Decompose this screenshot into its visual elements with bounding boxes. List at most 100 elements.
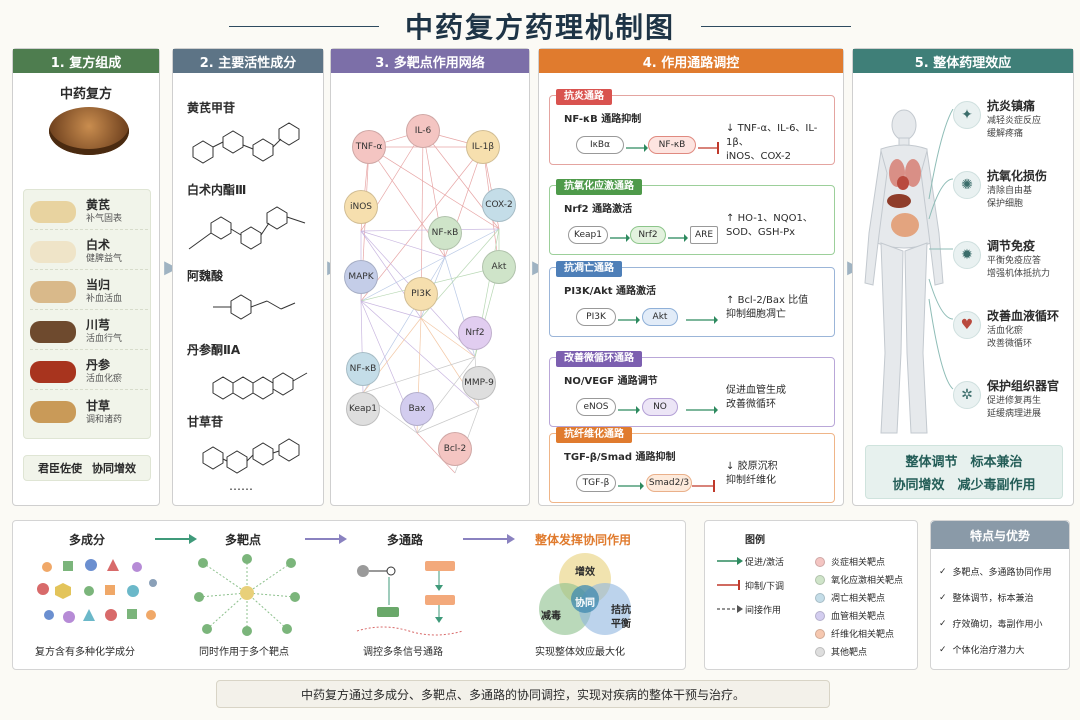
panel-header: 2. 主要活性成分	[173, 49, 323, 73]
effect-item: ✲保护组织器官促进修复再生延缓病理进展	[953, 377, 1080, 427]
effect-title: 保护组织器官	[987, 379, 1060, 393]
flow-arrow-icon	[463, 534, 515, 544]
legend-dot-row: 血管相关靶点	[815, 609, 885, 622]
effect-desc: 平衡免疫应答增强机体抵抗力	[987, 255, 1050, 281]
legend-dot	[815, 628, 825, 639]
herb-image	[30, 280, 76, 303]
target-node: Nrf2	[458, 316, 492, 350]
molecule-pill: Nrf2	[630, 226, 666, 244]
legend-line-symbols	[717, 557, 743, 613]
herb-bowl-image	[49, 107, 129, 155]
flow-arrow-icon	[305, 534, 347, 544]
legend-dot	[815, 556, 825, 567]
flow-step-desc: 调控多条信号通路	[363, 647, 443, 658]
check-icon: ✓	[939, 592, 947, 603]
summary-line: 整体调节 标本兼治	[905, 455, 1023, 470]
advantage-item: ✓多靶点、多通路协同作用	[939, 565, 1052, 579]
pathway-arrows	[618, 480, 715, 492]
title-line-right	[701, 25, 851, 27]
pathway-card: 抗炎通路 NF-κB 通路抑制 IκBα NF-κB ↓ TNF-α、IL-6、…	[549, 89, 835, 165]
legend-dot-row: 纤维化相关靶点	[815, 627, 894, 640]
pathway-effect: ↑ HO-1、NQO1、SOD、GSH-Px	[726, 212, 834, 240]
effect-desc: 活血化瘀改善微循环	[987, 325, 1032, 351]
effect-item: ✦抗炎镇痛减轻炎症反应缓解疼痛	[953, 97, 1080, 147]
effect-desc-line: 减轻炎症反应	[987, 116, 1042, 126]
formula-title: 中药复方	[59, 87, 112, 102]
legend-dot	[815, 592, 825, 603]
herb-item: 当归补血活血	[30, 274, 148, 310]
overall-summary: 整体调节 标本兼治协同增效 减少毒副作用	[865, 445, 1063, 499]
pathway-arrows	[626, 142, 719, 154]
molecule-structure-icon	[213, 294, 296, 320]
title-line-left	[228, 25, 379, 27]
effect-symbol: ↑	[726, 213, 735, 224]
target-node: TNF-α	[352, 130, 386, 164]
legend-dot-row: 其他靶点	[815, 645, 867, 658]
legend-label: 抑制/下调	[745, 582, 785, 592]
target-node: MMP-9	[462, 366, 496, 400]
effect-desc-line: 平衡免疫应答	[987, 256, 1042, 266]
mechanism-flow: 多成分 复方含有多种化学成分 多靶点 同时作用于多个靶点 多通路 调控多条信号通…	[12, 520, 686, 670]
advantage-item: ✓整体调节，标本兼治	[939, 591, 1034, 605]
compound-name: 丹参酮ⅡA	[187, 343, 241, 357]
target-node: IL-6	[406, 114, 440, 148]
legend-inhibition: 抑制/下调	[745, 579, 784, 592]
pathway-arrows	[610, 234, 688, 242]
molecule-pill: Smad2/3	[646, 474, 692, 492]
pathway-title: PI3K/Akt 通路激活	[564, 286, 657, 297]
target-node: Bcl-2	[438, 432, 472, 466]
advantage-item: ✓个体化治疗潜力大	[939, 643, 1025, 657]
herb-name: 白术	[86, 238, 111, 252]
legend-label: 其他靶点	[831, 648, 868, 658]
pathway-effect: ↓ TNF-α、IL-6、IL-1β、iNOS、COX-2	[726, 122, 834, 164]
effect-item: ✺抗氧化损伤清除自由基保护细胞	[953, 167, 1080, 217]
effect-symbol: ↓	[726, 123, 735, 134]
legend-label: 纤维化相关靶点	[831, 630, 895, 640]
effect-line: Bcl-2/Bax 比值	[737, 295, 809, 306]
legend-label: 炎症相关靶点	[831, 558, 886, 568]
legend-title: 图例	[745, 535, 765, 546]
effect-desc-line: 缓解疼痛	[987, 129, 1024, 139]
effect-desc-line: 清除自由基	[987, 186, 1033, 196]
effect-title: 调节免疫	[987, 239, 1036, 253]
legend-dot	[815, 610, 825, 621]
legend-dot	[815, 646, 825, 657]
effect-desc-line: 延缓病理进展	[987, 409, 1042, 419]
panel-target-network: 3. 多靶点作用网络 TNF-α IL-6 IL-1β iNOS COX-2 N…	[330, 48, 530, 506]
target-node: Keap1	[346, 392, 380, 426]
molecule-structure-icon	[192, 122, 300, 164]
check-icon: ✓	[939, 618, 947, 629]
herb-item: 丹参活血化瘀	[30, 354, 148, 390]
flow-step-desc: 复方含有多种化学成分	[35, 647, 135, 658]
synergy-venn	[539, 553, 631, 635]
legend-dot-row: 氧化应激相关靶点	[815, 573, 903, 586]
flow-step-desc: 实现整体效应最大化	[535, 647, 625, 658]
flow-step-title: 多成分	[69, 533, 106, 547]
effect-title: 抗炎镇痛	[987, 99, 1036, 113]
advantage-item: ✓疗效确切，毒副作用小	[939, 617, 1043, 631]
venn-label: 拮抗	[611, 605, 631, 616]
flow-arrow-icon	[155, 534, 197, 544]
compound-name: 白术内酯Ⅲ	[187, 183, 247, 197]
multi-components-illustration	[37, 559, 157, 623]
effect-desc-line: 活血化瘀	[987, 326, 1024, 336]
herb-item: 川芎活血行气	[30, 314, 148, 350]
herb-name: 丹参	[86, 358, 111, 372]
herb-image	[30, 200, 76, 223]
effect-title: 改善血液循环	[987, 309, 1060, 323]
formula-principle: 君臣佐使协同增效	[23, 455, 151, 481]
molecule-pill: NF-κB	[648, 136, 696, 154]
pathway-card: 抗凋亡通路 PI3K/Akt 通路激活 PI3K Akt ↑ Bcl-2/Bax…	[549, 261, 835, 337]
conclusion-banner: 中药复方通过多成分、多靶点、多通路的协同调控，实现对疾病的整体干预与治疗。	[216, 680, 830, 708]
pathway-arrows	[618, 406, 718, 414]
advantages-title: 特点与优势	[931, 521, 1069, 549]
advantages-box: 特点与优势 ✓多靶点、多通路协同作用 ✓整体调节，标本兼治 ✓疗效确切，毒副作用…	[930, 520, 1070, 670]
herb-desc: 补血活血	[86, 294, 123, 304]
effect-desc-line: 保护细胞	[987, 199, 1024, 209]
molecule-pill: Keap1	[568, 226, 608, 244]
pathway-card: 抗纤维化通路 TGF-β/Smad 通路抑制 TGF-β Smad2/3 ↓ 胶…	[549, 427, 835, 503]
effect-desc: 减轻炎症反应缓解疼痛	[987, 115, 1041, 141]
effect-item: ♥改善血液循环活血化瘀改善微循环	[953, 307, 1080, 357]
effect-line: iNOS、COX-2	[726, 151, 792, 162]
check-icon: ✓	[939, 644, 947, 655]
